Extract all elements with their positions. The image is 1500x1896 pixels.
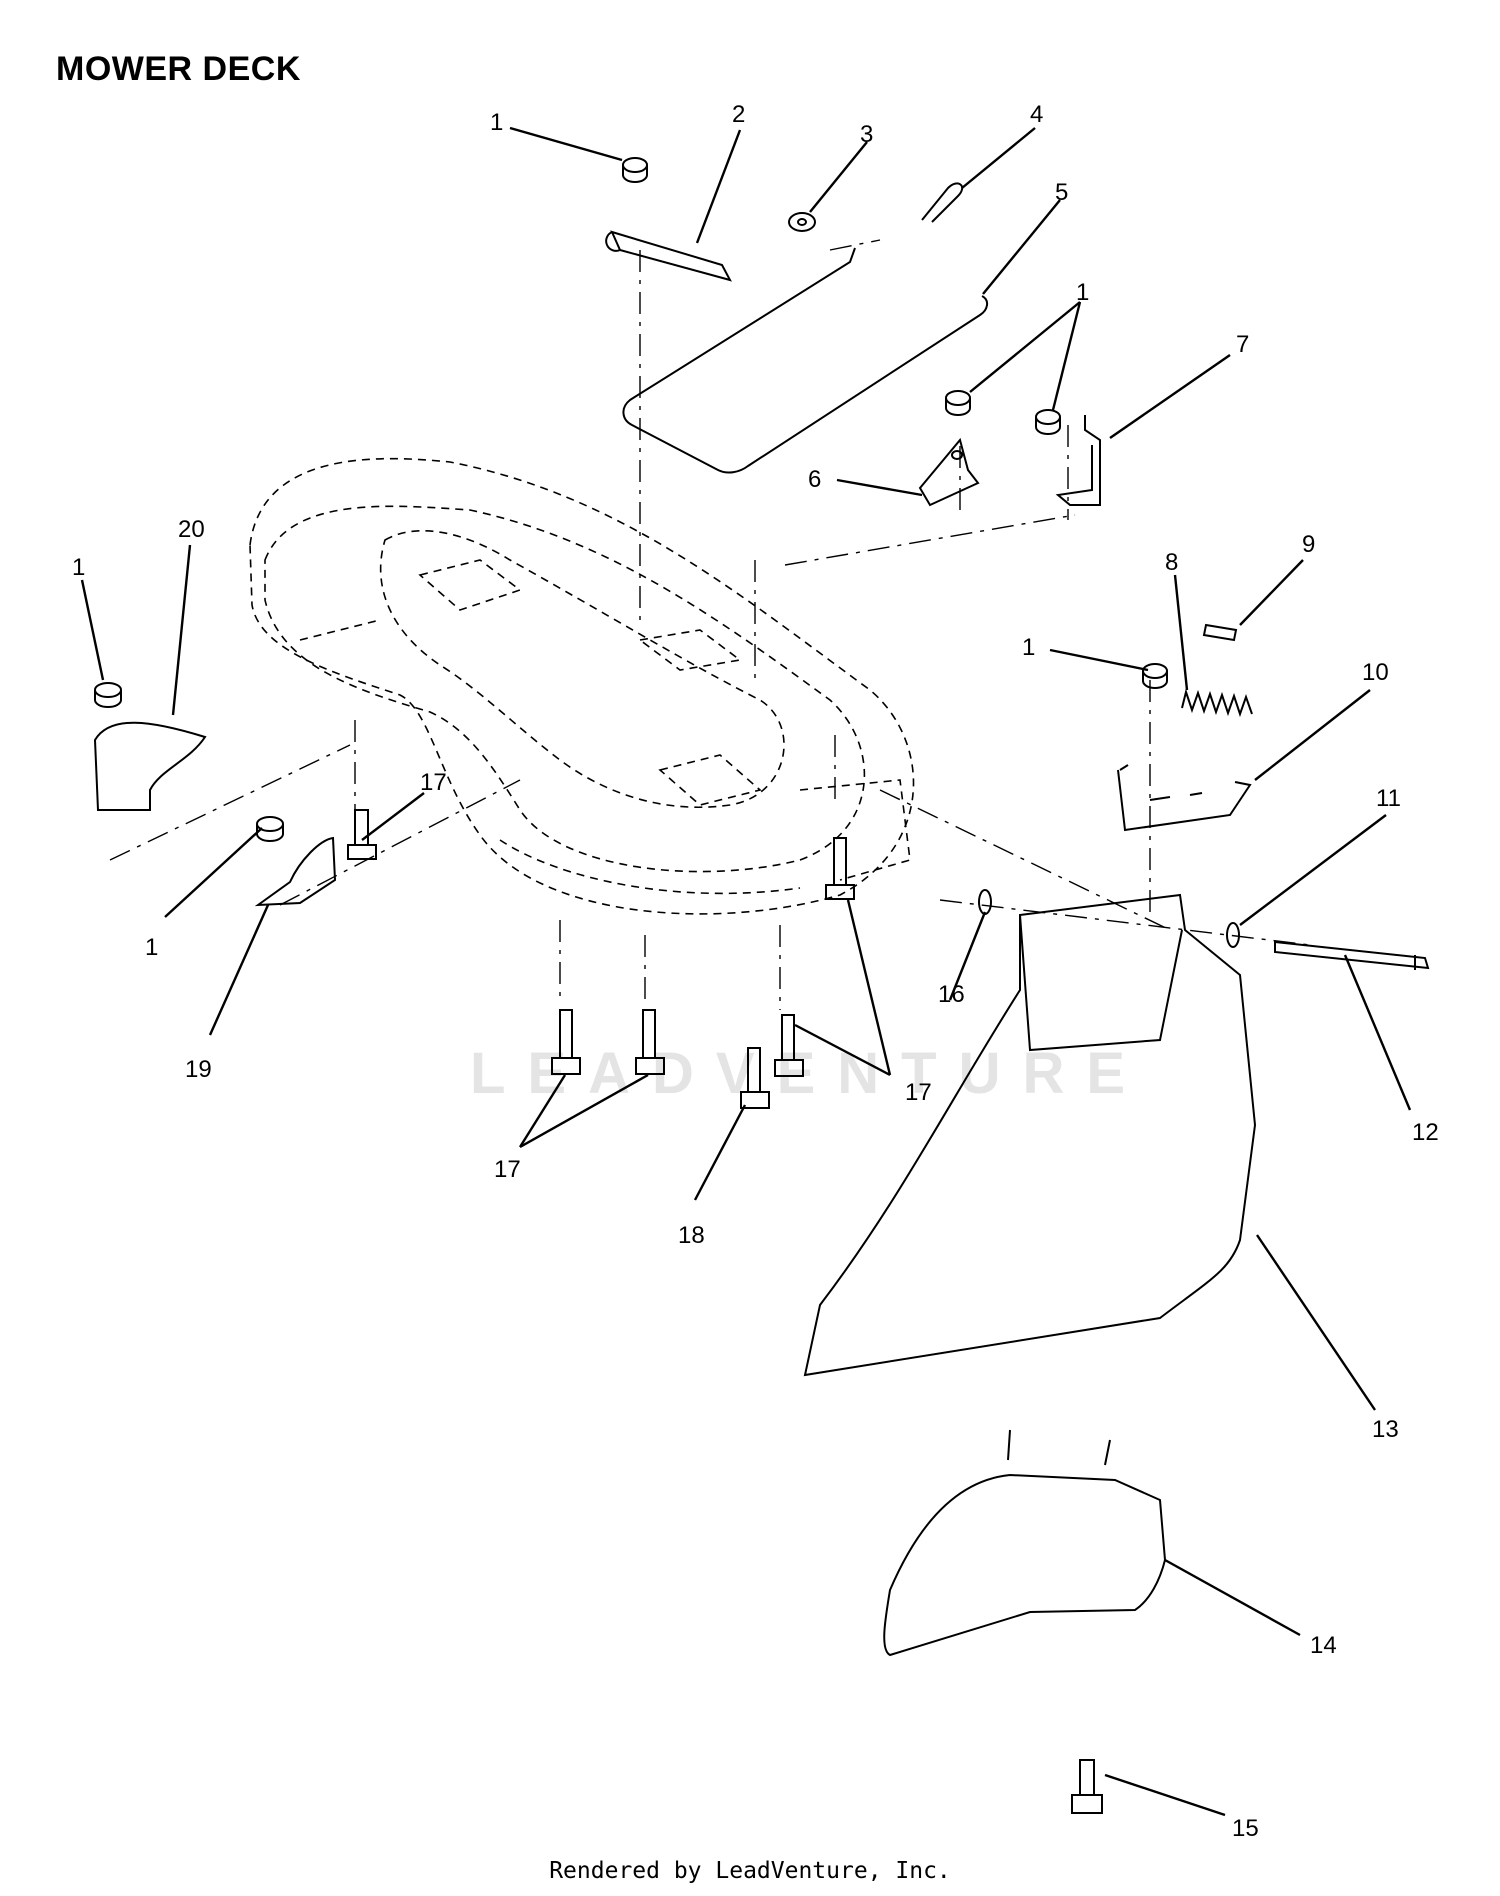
callout-18: 18 (678, 1222, 705, 1249)
callout-17-c: 17 (494, 1156, 521, 1183)
page-title: MOWER DECK (56, 50, 301, 88)
callout-1-b: 1 (1076, 279, 1089, 306)
callout-6: 6 (808, 466, 821, 493)
callout-14: 14 (1310, 1632, 1337, 1659)
callout-leaders (80, 126, 1412, 1817)
callout-13: 13 (1372, 1416, 1399, 1443)
callout-3: 3 (860, 121, 873, 148)
part-18-bolt (740, 1047, 770, 1109)
callout-1-d: 1 (1022, 634, 1035, 661)
callout-17-b: 17 (905, 1079, 932, 1106)
callout-17-a: 17 (420, 769, 447, 796)
callout-1-c: 1 (72, 554, 85, 581)
part-17-bolt (347, 809, 855, 1077)
part-4-hairpin-clip (921, 182, 964, 223)
callout-labels: 1 2 3 4 5 1 7 6 20 1 8 9 1 10 11 17 1 19… (72, 101, 1439, 1842)
part-14-mulch-cover (883, 1429, 1167, 1657)
callout-15: 15 (1232, 1815, 1259, 1842)
callout-2: 2 (732, 101, 745, 128)
mower-deck-outline (249, 457, 915, 915)
callout-9: 9 (1302, 531, 1315, 558)
callout-1-e: 1 (145, 934, 158, 961)
callout-8: 8 (1165, 549, 1178, 576)
part-2-tube (605, 230, 732, 282)
callout-4: 4 (1030, 101, 1043, 128)
callout-19: 19 (185, 1056, 212, 1083)
part-9-pin (1202, 623, 1238, 642)
part-13-deflector (803, 893, 1257, 1377)
part-10-spring-bracket (1117, 764, 1252, 832)
callout-7: 7 (1236, 331, 1249, 358)
part-5-lift-rod (622, 247, 988, 474)
part-1-nut (94, 157, 1168, 842)
part-19-bracket (254, 836, 337, 907)
callout-12: 12 (1412, 1119, 1439, 1146)
part-11-washer (1226, 922, 1240, 948)
part-8-spring (1181, 688, 1253, 718)
callout-5: 5 (1055, 179, 1068, 206)
callout-11: 11 (1376, 785, 1401, 812)
part-7-rod-bracket (1055, 415, 1101, 506)
callout-16: 16 (938, 981, 965, 1008)
alignment-lines (109, 239, 1311, 1010)
part-15-bolt (1071, 1759, 1103, 1814)
part-6-bracket (918, 437, 980, 507)
callout-10: 10 (1362, 659, 1389, 686)
callout-1-a: 1 (490, 109, 503, 136)
part-16-washer (978, 889, 992, 915)
part-20-bracket (93, 721, 207, 811)
part-12-hinge-rod (1274, 940, 1430, 970)
part-3-washer (788, 212, 816, 232)
callout-20: 20 (178, 516, 205, 543)
footer-credit: Rendered by LeadVenture, Inc. (549, 1858, 951, 1884)
